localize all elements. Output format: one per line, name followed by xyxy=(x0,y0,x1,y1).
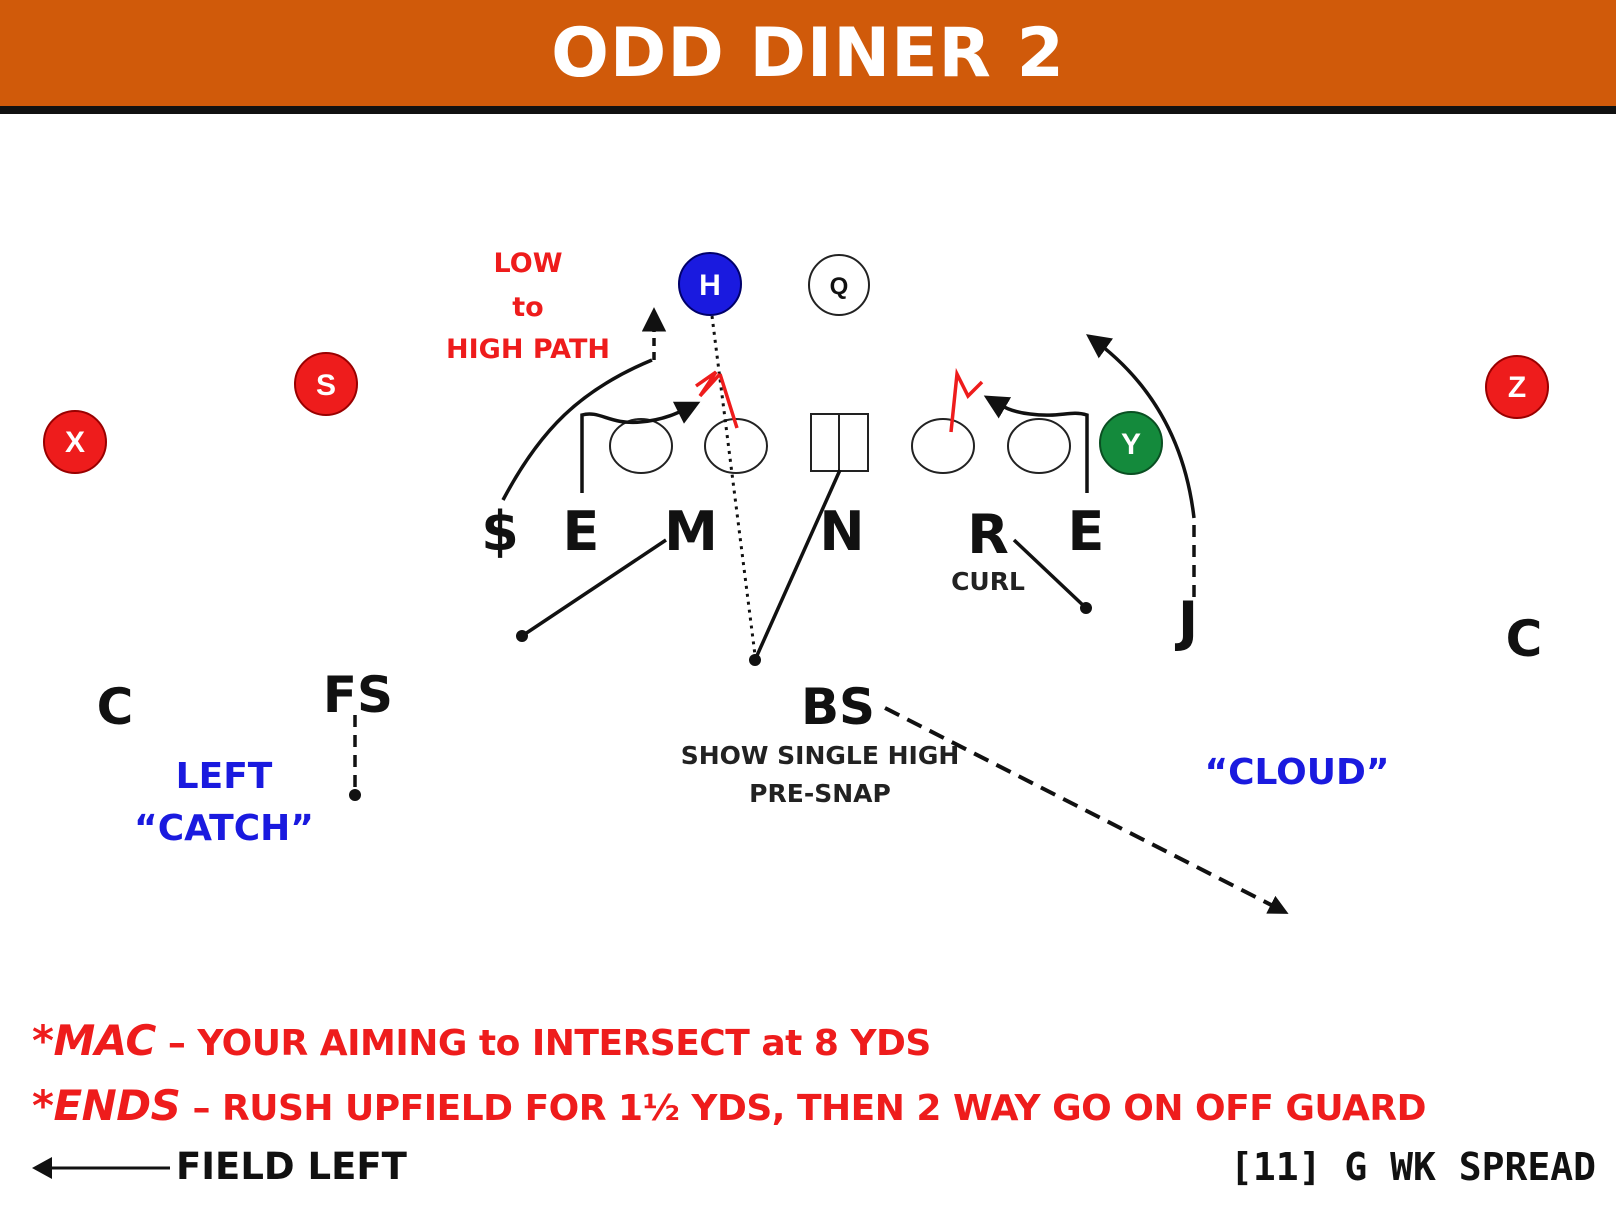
mike: M xyxy=(664,500,718,563)
right-tackle xyxy=(1007,418,1071,474)
right-end-path xyxy=(983,395,1089,493)
svg-text:S: S xyxy=(316,369,336,402)
to-label: to xyxy=(512,292,543,323)
svg-text:H: H xyxy=(699,269,721,302)
end-left: E xyxy=(563,500,600,563)
mac-note-text: – YOUR AIMING to INTERSECT at 8 YDS xyxy=(155,1023,932,1064)
corner-left: C xyxy=(97,678,134,736)
rover: R xyxy=(967,503,1009,566)
annotations: LOW to HIGH PATH CURL SHOW SINGLE HIGH P… xyxy=(134,248,1390,849)
nose-endpoint xyxy=(749,654,761,666)
left-guard-rush-mark xyxy=(694,370,739,429)
mike-path xyxy=(521,538,667,638)
player-s: S xyxy=(294,352,358,416)
ends-note-lead: *ENDS xyxy=(32,1081,181,1130)
h-read-line xyxy=(710,315,757,656)
rover-endpoint xyxy=(1080,602,1092,614)
show-single-high-label: SHOW SINGLE HIGH xyxy=(681,741,960,770)
player-z: Z xyxy=(1485,355,1549,419)
offensive-line xyxy=(609,413,1071,474)
player-y: Y xyxy=(1099,411,1163,475)
player-x: X xyxy=(43,410,107,474)
high-path-label: HIGH PATH xyxy=(446,334,610,365)
low-label: LOW xyxy=(494,248,563,279)
nose-path xyxy=(753,469,842,661)
left-end-path xyxy=(580,401,701,493)
jack-path xyxy=(1086,334,1196,519)
corner-right: C xyxy=(1506,610,1543,668)
header-bar: ODD DINER 2 xyxy=(0,0,1616,114)
svg-text:Q: Q xyxy=(830,273,849,300)
mike-endpoint xyxy=(516,630,528,642)
cloud-label: “CLOUD” xyxy=(1204,752,1389,793)
ends-note-text: – RUSH UPFIELD FOR 1½ YDS, THEN 2 WAY GO… xyxy=(180,1088,1427,1129)
svg-text:Z: Z xyxy=(1508,371,1526,404)
field-left-label: FIELD LEFT xyxy=(176,1145,407,1188)
bs-deep-path xyxy=(884,706,1289,914)
svg-text:Y: Y xyxy=(1121,428,1141,461)
nose: N xyxy=(819,500,864,563)
offense-players: X S H Q Y Z xyxy=(43,252,1549,475)
fs-endpoint xyxy=(349,789,361,801)
left-tackle xyxy=(609,418,673,474)
curl-label: CURL xyxy=(951,567,1025,596)
dollar-path xyxy=(501,358,653,501)
page-title: ODD DINER 2 xyxy=(551,13,1065,93)
free-safety: FS xyxy=(323,666,393,724)
mac-note: *MAC – YOUR AIMING to INTERSECT at 8 YDS xyxy=(32,1016,931,1065)
right-guard-rush-mark xyxy=(949,367,984,433)
dollar: $ xyxy=(481,500,519,563)
player-q: Q xyxy=(808,254,870,316)
mac-note-lead: *MAC xyxy=(32,1016,156,1065)
pre-snap-label: PRE-SNAP xyxy=(749,779,891,808)
rush-marks xyxy=(694,367,984,433)
formation-label: [11] G WK SPREAD xyxy=(1229,1145,1596,1189)
svg-text:X: X xyxy=(65,426,85,459)
end-right: E xyxy=(1068,500,1105,563)
player-h: H xyxy=(678,252,742,316)
jack: J xyxy=(1174,590,1198,653)
catch-label: “CATCH” xyxy=(134,808,314,849)
rover-curl-path xyxy=(1012,538,1088,610)
field-left-arrow xyxy=(32,1157,170,1179)
right-guard xyxy=(911,418,975,474)
assignment-lines xyxy=(349,307,1289,914)
ends-note: *ENDS – RUSH UPFIELD FOR 1½ YDS, THEN 2 … xyxy=(32,1081,1427,1130)
defense-players: $ E M N R E J C FS BS C xyxy=(97,500,1543,736)
left-label: LEFT xyxy=(176,756,273,797)
boundary-safety: BS xyxy=(801,678,875,736)
